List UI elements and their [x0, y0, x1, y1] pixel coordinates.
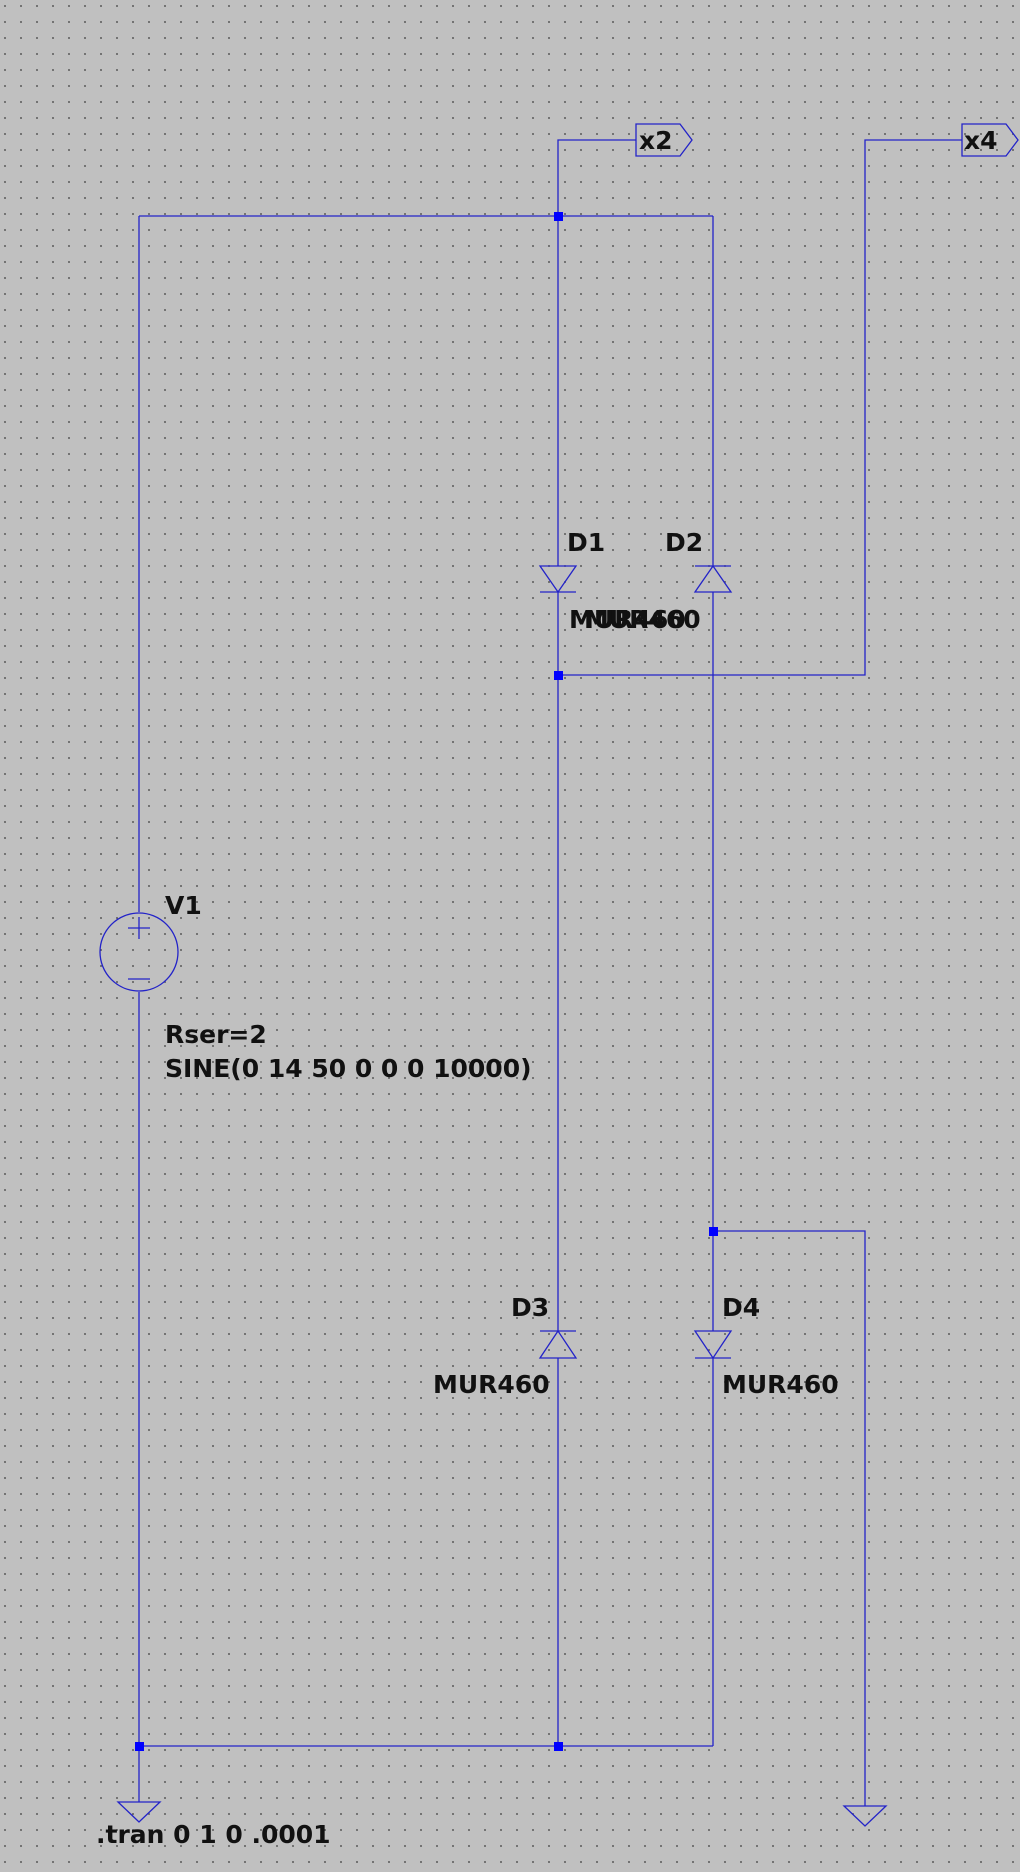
junction-bottom-mid: [554, 1742, 563, 1751]
junctions: [135, 212, 718, 1751]
diode-d2-triangle: [693, 564, 733, 593]
diode-d1-model: MUR460: [569, 605, 686, 634]
wire-gnd-right-lead[interactable]: [713, 1230, 866, 1806]
wire-x2-lead[interactable]: [557, 139, 636, 216]
voltage-source-v1-value: SINE(0 14 50 0 0 0 10000): [165, 1054, 532, 1083]
net-flag-x4-label: x4: [964, 126, 998, 155]
diode-d1-ref: D1: [567, 528, 605, 557]
wires: [138, 139, 962, 1806]
voltage-source-v1-circle: [99, 912, 179, 992]
diode-d3-ref: D3: [511, 1293, 549, 1322]
diode-d1-triangle: [538, 565, 578, 594]
spice-directive-tran[interactable]: .tran 0 1 0 .0001: [96, 1820, 331, 1849]
wire-x4-lead[interactable]: [558, 139, 962, 676]
net-flag-x2-label: x2: [639, 126, 673, 155]
net-flag-x4-shape: [961, 123, 1019, 157]
diode-d3[interactable]: D3 MUR460: [433, 1293, 578, 1399]
diode-d4-model: MUR460: [722, 1370, 839, 1399]
voltage-source-v1[interactable]: V1 Rser=2 SINE(0 14 50 0 0 0 10000): [99, 891, 532, 1083]
diode-d3-model: MUR460: [433, 1370, 550, 1399]
diode-d4[interactable]: D4 MUR460: [693, 1293, 839, 1399]
diode-d4-ref: D4: [722, 1293, 760, 1322]
diode-d4-triangle: [693, 1330, 733, 1360]
ground-right-icon[interactable]: [842, 1805, 888, 1827]
junction-mid-left: [554, 671, 563, 680]
diode-d3-triangle: [538, 1329, 578, 1359]
ground-left-icon[interactable]: [116, 1801, 162, 1823]
junction-top: [554, 212, 563, 221]
diode-d2[interactable]: D2 MUR460: [584, 528, 733, 634]
net-flag-x2-shape: [635, 123, 693, 157]
net-flag-x4[interactable]: x4: [961, 123, 1019, 157]
diode-d2-model: MUR460: [584, 605, 701, 634]
voltage-source-v1-ref: V1: [165, 891, 202, 920]
voltage-source-v1-rser: Rser=2: [165, 1020, 267, 1049]
junction-mid-right: [709, 1227, 718, 1236]
net-flag-x2[interactable]: x2: [635, 123, 693, 157]
junction-bottom-left: [135, 1742, 144, 1751]
diode-d1[interactable]: D1 MUR460: [538, 528, 686, 634]
diode-d2-ref: D2: [665, 528, 703, 557]
